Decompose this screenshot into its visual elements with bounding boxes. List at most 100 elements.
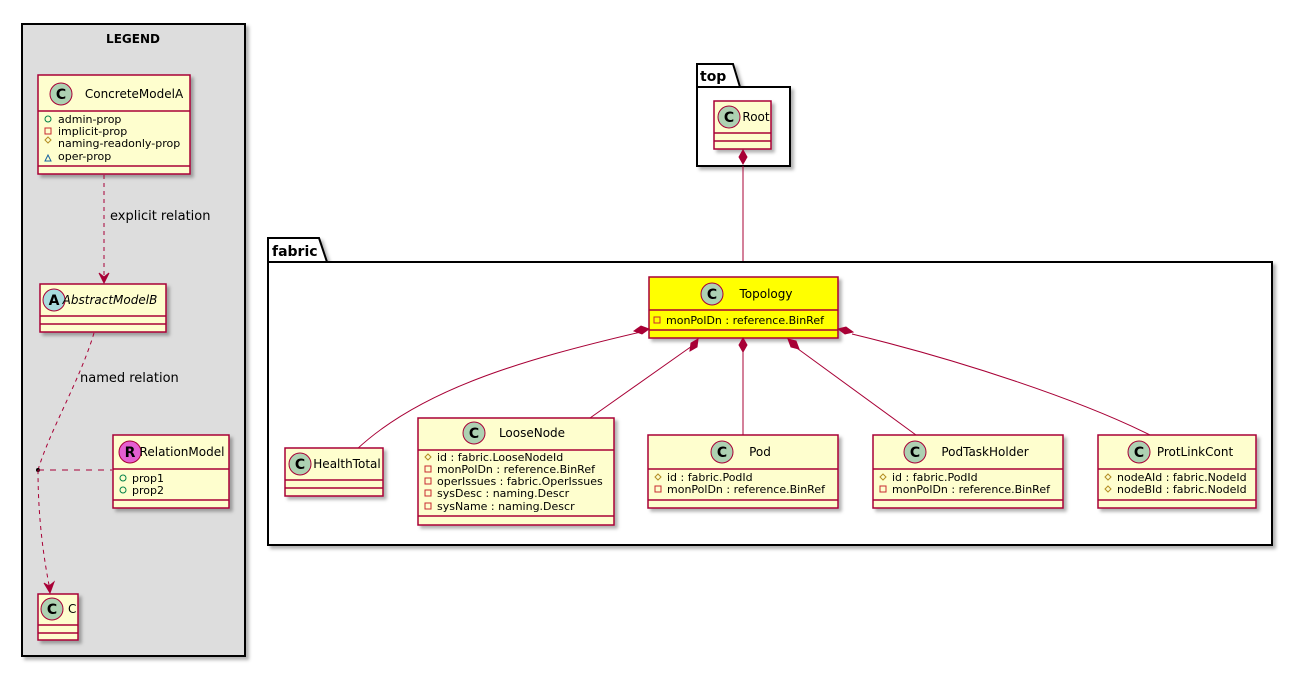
private-visibility-icon xyxy=(44,127,52,135)
class-healthtotal[interactable]: C HealthTotal xyxy=(284,447,384,497)
class-root[interactable]: C Root xyxy=(713,100,772,150)
class-name: HealthTotal xyxy=(313,457,380,471)
composition-diamond xyxy=(738,336,748,354)
svg-text:C: C xyxy=(707,287,717,303)
public-visibility-icon xyxy=(119,486,127,494)
class-c-icon xyxy=(288,452,312,476)
class-protlinkcont[interactable]: C ProtLinkCont nodeAId : fabric.NodeId n… xyxy=(1097,434,1257,509)
explicit-relation-arrow xyxy=(98,272,110,285)
svg-text:id : fabric.PodId: id : fabric.PodId xyxy=(892,471,978,484)
package-title: top xyxy=(700,69,726,85)
svg-text:admin-prop: admin-prop xyxy=(58,113,121,126)
svg-text:C: C xyxy=(295,457,305,473)
class-a-icon xyxy=(42,288,66,312)
package-visibility-icon xyxy=(44,153,52,162)
composition-topology-protlinkcont xyxy=(851,333,1151,436)
legend-class-concrete-model-a[interactable]: C ConcreteModelA admin-prop implicit-pro… xyxy=(37,74,191,175)
legend-panel: LEGEND C ConcreteModelA admin-prop impli… xyxy=(21,23,246,657)
class-c-icon xyxy=(903,440,927,464)
class-c-icon xyxy=(717,105,741,129)
named-relation-line-to-c xyxy=(37,469,51,591)
named-relation-label: named relation xyxy=(80,371,179,386)
class-pod[interactable]: C Pod id : fabric.PodId monPolDn : refer… xyxy=(647,434,839,509)
svg-text:naming-readonly-prop: naming-readonly-prop xyxy=(58,137,180,150)
explicit-relation-label: explicit relation xyxy=(110,209,210,224)
svg-text:nodeBId : fabric.NodeId: nodeBId : fabric.NodeId xyxy=(1117,483,1247,496)
legend-title: LEGEND xyxy=(106,32,160,46)
public-visibility-icon xyxy=(119,474,127,482)
composition-topology-podtaskholder xyxy=(793,345,917,436)
private-visibility-icon xyxy=(654,485,662,493)
svg-text:monPolDn : reference.BinRef: monPolDn : reference.BinRef xyxy=(892,483,1051,496)
private-visibility-icon xyxy=(424,477,432,485)
legend-class-c[interactable]: C C xyxy=(37,593,79,641)
svg-text:monPolDn : reference.BinRef: monPolDn : reference.BinRef xyxy=(437,463,596,476)
composition-diamond xyxy=(632,325,651,335)
svg-text:id : fabric.PodId: id : fabric.PodId xyxy=(667,471,753,484)
class-c-icon xyxy=(40,597,64,621)
class-c-icon xyxy=(700,282,724,306)
protected-visibility-icon xyxy=(1104,473,1112,481)
svg-text:oper-prop: oper-prop xyxy=(58,150,111,163)
svg-text:implicit-prop: implicit-prop xyxy=(58,125,127,138)
svg-text:nodeAId : fabric.NodeId: nodeAId : fabric.NodeId xyxy=(1117,471,1247,484)
svg-text:sysDesc : naming.Descr: sysDesc : naming.Descr xyxy=(437,487,570,500)
protected-visibility-icon xyxy=(424,453,432,461)
package-title: fabric xyxy=(272,244,318,260)
package-top[interactable]: top C Root xyxy=(696,63,791,167)
named-relation-line xyxy=(37,332,95,471)
svg-text:prop1: prop1 xyxy=(132,472,164,485)
class-name: Pod xyxy=(749,445,771,459)
svg-text:C: C xyxy=(56,87,66,103)
private-visibility-icon xyxy=(424,502,432,510)
protected-visibility-icon xyxy=(44,136,52,144)
svg-text:C: C xyxy=(47,602,57,618)
svg-text:A: A xyxy=(49,293,60,309)
svg-text:C: C xyxy=(724,110,734,126)
svg-text:C: C xyxy=(1134,445,1144,461)
class-name: ProtLinkCont xyxy=(1157,445,1234,459)
class-name: Topology xyxy=(739,287,793,301)
named-relation-arrow xyxy=(43,580,56,595)
class-c-icon xyxy=(710,440,734,464)
private-visibility-icon xyxy=(424,489,432,497)
class-name: ConcreteModelA xyxy=(85,87,184,101)
private-visibility-icon xyxy=(879,485,887,493)
protected-visibility-icon xyxy=(654,473,662,481)
svg-text:id : fabric.LooseNodeId: id : fabric.LooseNodeId xyxy=(437,451,563,464)
composition-diamond xyxy=(836,326,855,335)
svg-text:monPolDn : reference.BinRef: monPolDn : reference.BinRef xyxy=(666,314,825,327)
composition-diamond xyxy=(738,148,748,166)
class-podtaskholder[interactable]: C PodTaskHolder id : fabric.PodId monPol… xyxy=(872,434,1064,509)
svg-text:R: R xyxy=(125,445,136,461)
composition-diamond xyxy=(689,338,699,352)
legend-class-abstract-model-b[interactable]: A AbstractModelB xyxy=(39,283,167,333)
composition-topology-healthtotal xyxy=(355,330,646,451)
class-name: Root xyxy=(742,110,769,124)
svg-text:C: C xyxy=(717,445,727,461)
svg-text:C: C xyxy=(469,426,479,442)
class-name: PodTaskHolder xyxy=(941,445,1028,459)
class-name: LooseNode xyxy=(499,426,565,440)
class-c-icon xyxy=(49,82,73,106)
svg-text:sysName : naming.Descr: sysName : naming.Descr xyxy=(437,500,575,513)
legend-class-relation-model[interactable]: R RelationModel prop1 prop2 xyxy=(112,434,230,509)
class-topology[interactable]: C Topology monPolDn : reference.BinRef xyxy=(648,276,839,339)
svg-text:C: C xyxy=(910,445,920,461)
public-visibility-icon xyxy=(44,115,52,123)
svg-text:prop2: prop2 xyxy=(132,484,164,497)
class-c-icon xyxy=(1127,440,1151,464)
class-name: AbstractModelB xyxy=(62,293,158,307)
protected-visibility-icon xyxy=(879,473,887,481)
composition-diamond xyxy=(787,338,800,350)
svg-text:monPolDn : reference.BinRef: monPolDn : reference.BinRef xyxy=(667,483,826,496)
protected-visibility-icon xyxy=(1104,485,1112,493)
class-name: C xyxy=(68,602,76,616)
composition-topology-loosenode xyxy=(589,345,693,419)
class-loosenode[interactable]: C LooseNode id : fabric.LooseNodeId monP… xyxy=(417,417,615,526)
class-r-icon xyxy=(118,440,142,464)
private-visibility-icon xyxy=(653,316,661,324)
svg-text:operIssues : fabric.OperIssues: operIssues : fabric.OperIssues xyxy=(437,475,603,488)
class-name: RelationModel xyxy=(140,445,225,459)
